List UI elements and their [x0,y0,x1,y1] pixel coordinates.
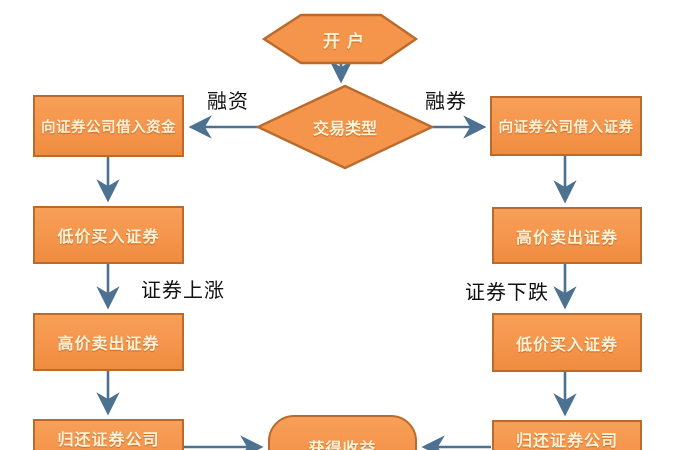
node-open-account: 开户 [323,31,371,52]
node-gain-profit: 获得收益 [268,415,417,450]
node-sell-high-right: 高价卖出证券 [492,207,642,264]
label-securities-lending: 融券 [425,89,467,113]
decision-diamond-shape [255,84,435,170]
node-return-right: 归还证券公司 [492,420,642,450]
node-sell-high-left: 高价卖出证券 [33,313,184,371]
node-borrow-securities: 向证券公司借入证券 [490,96,642,156]
label-price-rise: 证券上涨 [141,278,225,302]
label-price-fall: 证券下跌 [465,280,549,304]
node-return-left: 归还证券公司 [33,419,184,450]
start-hexagon-shape [261,13,419,65]
node-buy-low-right: 低价买入证券 [492,313,642,372]
node-buy-low-left: 低价买入证券 [33,206,184,264]
label-margin-financing: 融资 [207,89,249,113]
node-transaction-type: 交易类型 [312,119,377,138]
node-borrow-funds: 向证券公司借入资金 [33,95,184,157]
